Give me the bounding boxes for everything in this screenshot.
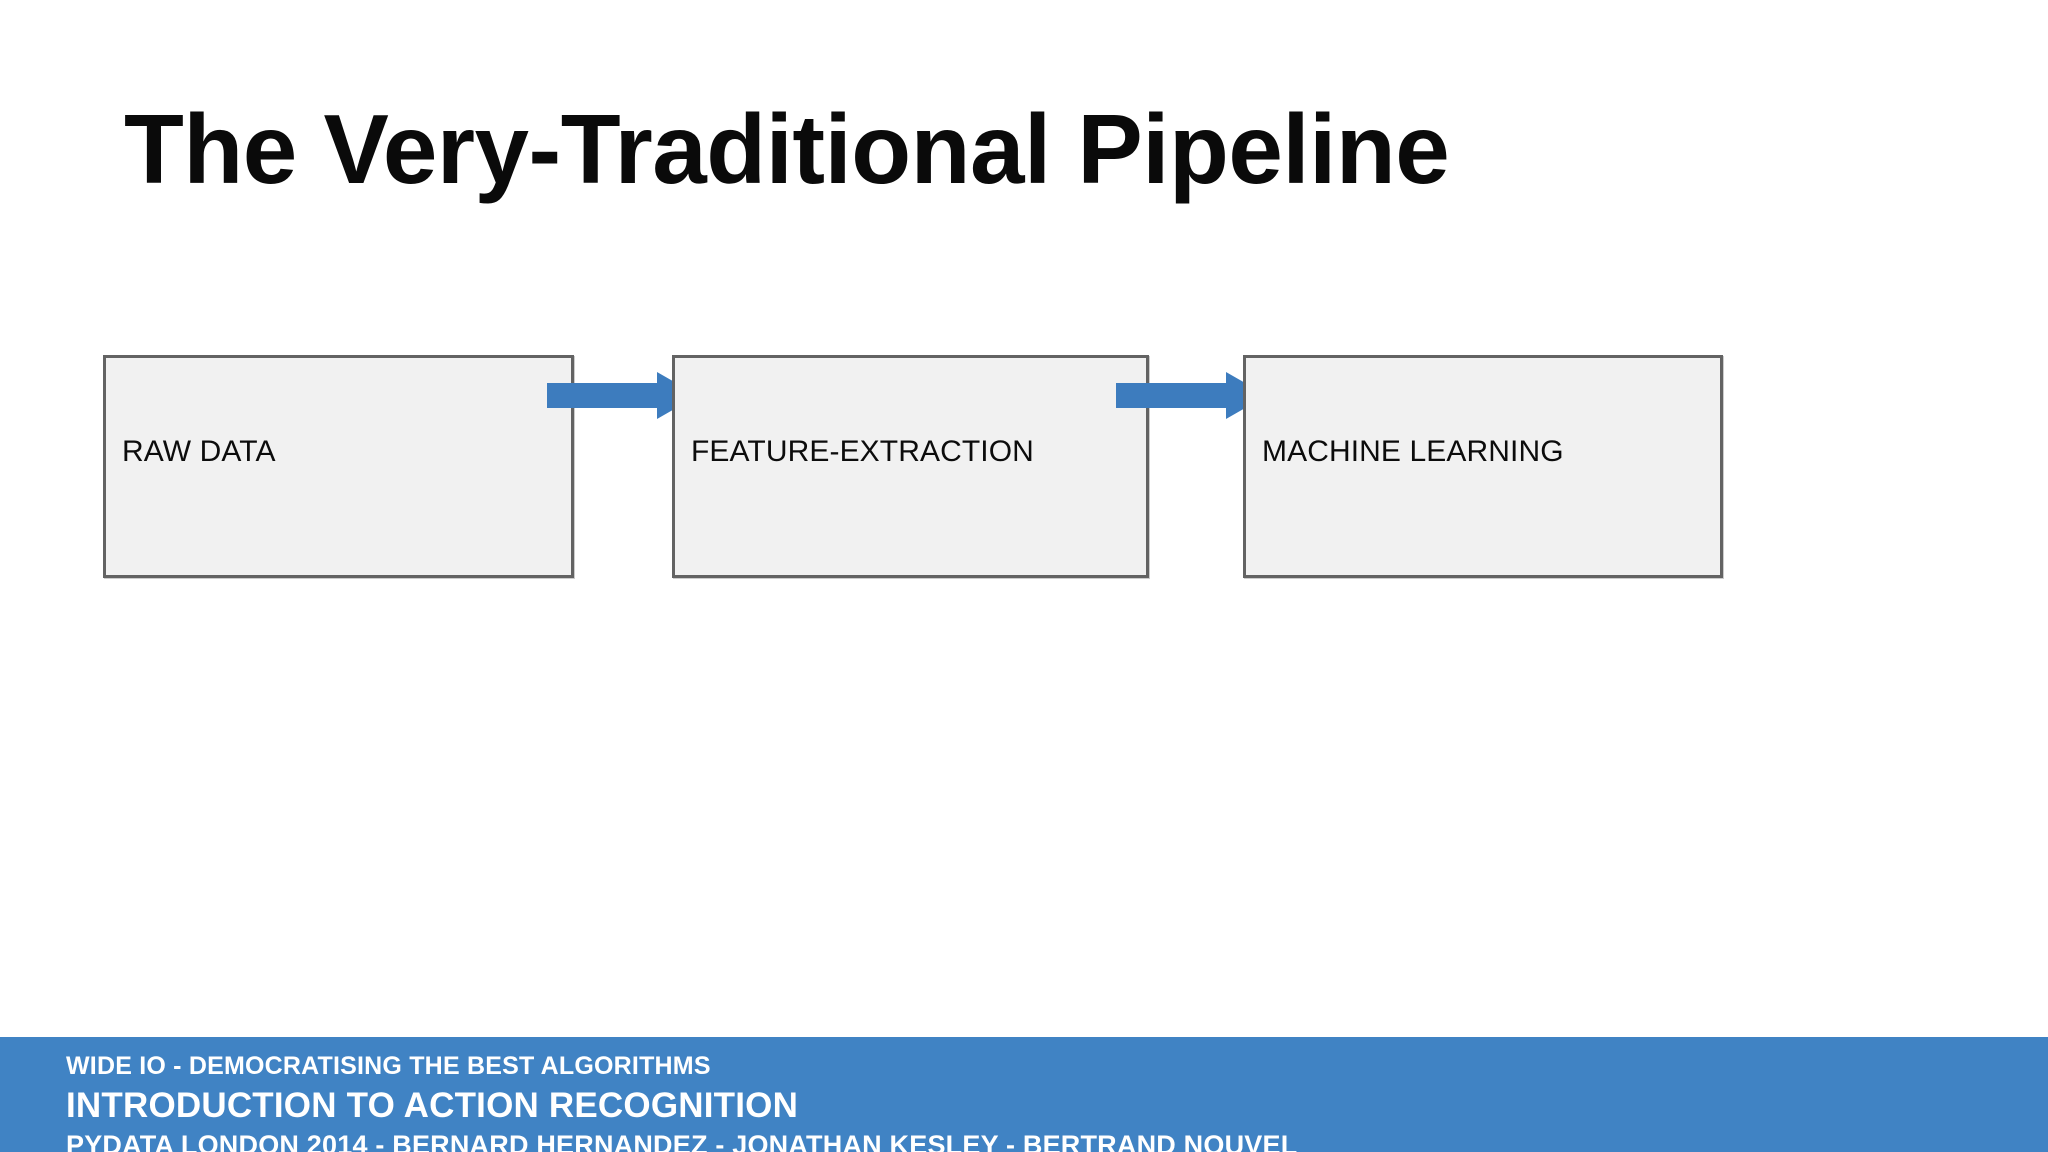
footer-organisation: WIDE IO - DEMOCRATISING THE BEST ALGORIT… <box>66 1052 711 1080</box>
pipeline-stage-machine-learning[interactable]: MACHINE LEARNING <box>1243 355 1723 578</box>
pipeline-stage-label: MACHINE LEARNING <box>1262 435 1564 468</box>
pipeline-stage-label: FEATURE-EXTRACTION <box>691 435 1034 468</box>
arrow-right-icon <box>1116 372 1267 419</box>
footer-talk-title: INTRODUCTION TO ACTION RECOGNITION <box>66 1086 799 1125</box>
page-title: The Very-Traditional Pipeline <box>124 94 1450 204</box>
arrow-right-icon <box>547 372 698 419</box>
footer-event-and-speakers: PYDATA LONDON 2014 - BERNARD HERNANDEZ -… <box>66 1130 1298 1152</box>
slide-footer: WIDE IO - DEMOCRATISING THE BEST ALGORIT… <box>0 1037 2048 1152</box>
pipeline-stage-feature-extraction[interactable]: FEATURE-EXTRACTION <box>672 355 1149 578</box>
pipeline-stage-raw-data[interactable]: RAW DATA <box>103 355 574 578</box>
pipeline-stage-label: RAW DATA <box>122 435 276 468</box>
